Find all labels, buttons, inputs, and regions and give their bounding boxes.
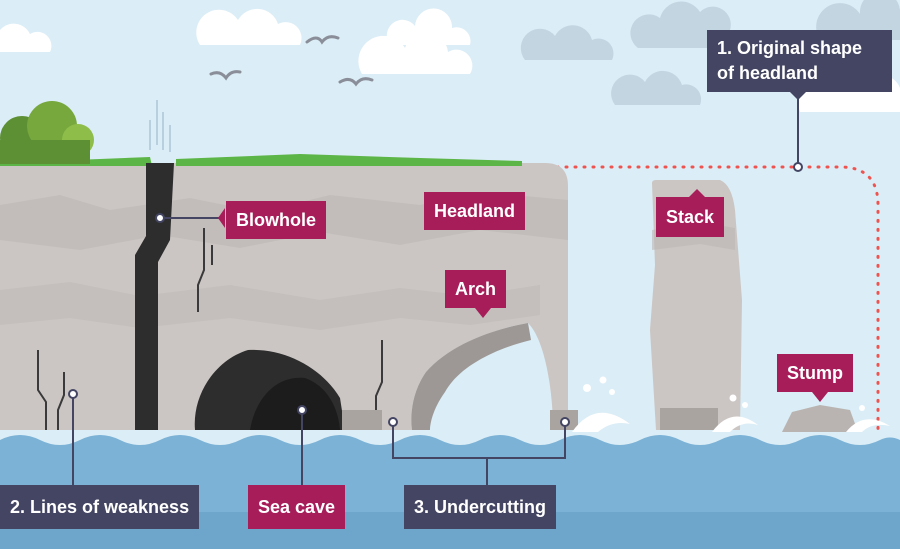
foam-drop: [609, 389, 615, 395]
birds: [209, 35, 374, 87]
cloud: [611, 70, 702, 105]
cloud: [630, 1, 731, 49]
original-headland-outline: [546, 165, 880, 434]
undercut-zone: [342, 410, 382, 430]
bird: [305, 35, 340, 45]
foam: [712, 416, 758, 432]
connector-dot: [155, 213, 165, 223]
foam-drop: [729, 394, 737, 402]
connector-dot: [560, 417, 570, 427]
crack: [57, 372, 65, 430]
cloud: [520, 25, 614, 61]
sea-cave-label: Sea cave: [248, 485, 346, 529]
crack: [197, 228, 205, 312]
undercutting-connector: [392, 422, 566, 459]
arch-inner: [411, 323, 531, 430]
lines-of-weakness-label: 2. Lines of weakness: [0, 485, 200, 529]
foam-drop: [859, 405, 865, 411]
stump-pointer: [812, 392, 828, 402]
arch-pointer: [475, 308, 491, 318]
foam-drop: [742, 402, 748, 408]
original-shape-label: 1. Original shape of headland: [707, 30, 892, 92]
foam-drop: [583, 384, 591, 392]
stack-label: Stack: [656, 197, 725, 237]
cloud: [386, 8, 471, 46]
cloud: [196, 8, 302, 46]
grass: [176, 154, 522, 166]
blowhole-shaft: [135, 163, 174, 430]
blowhole-label: Blowhole: [226, 201, 326, 239]
connector-lines: [72, 92, 799, 485]
stack-pointer: [689, 189, 705, 197]
foam: [846, 419, 890, 432]
original-shape-line2: of headland: [717, 63, 819, 83]
bird: [338, 77, 374, 87]
sea-cave-inner: [250, 377, 340, 430]
bush-part: [0, 140, 90, 164]
original-shape-pointer: [790, 92, 806, 100]
connector-dot: [297, 405, 307, 415]
blowhole-pointer: [218, 208, 225, 228]
foam-drop: [599, 376, 607, 384]
stump-rock: [782, 405, 858, 432]
blowhole-spray: [149, 100, 171, 152]
crack: [37, 350, 47, 430]
bird: [209, 70, 242, 81]
stump-label: Stump: [777, 354, 853, 392]
foam: [572, 412, 630, 432]
bush: [0, 101, 94, 164]
connector-dot: [793, 162, 803, 172]
undercut-zone: [660, 408, 718, 430]
arch-label: Arch: [445, 270, 507, 308]
cloud: [0, 23, 52, 52]
undercutting-label: 3. Undercutting: [404, 485, 557, 529]
connector-dots: [68, 162, 803, 427]
label-pointers: [218, 92, 828, 402]
connector-dot: [388, 417, 398, 427]
original-shape-line1: 1. Original shape: [717, 38, 863, 58]
wave-foam: [572, 376, 890, 432]
headland-label: Headland: [424, 192, 526, 230]
connector-dot: [68, 389, 78, 399]
grey-clouds: [520, 0, 900, 105]
